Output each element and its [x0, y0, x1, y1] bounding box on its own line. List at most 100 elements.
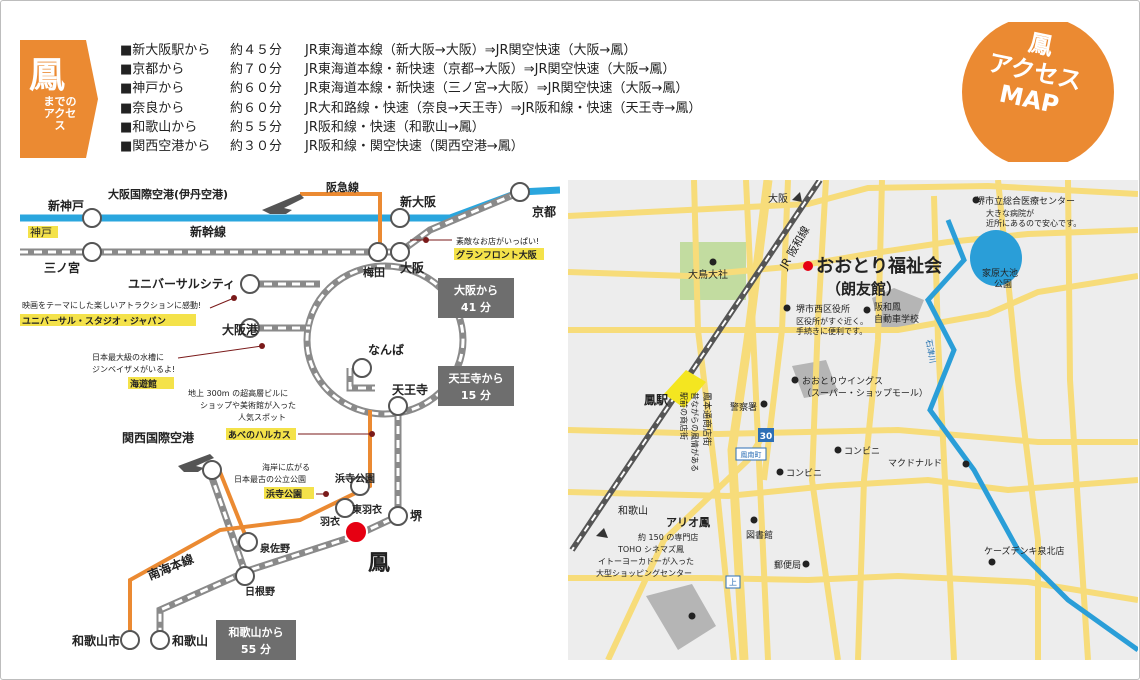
- station-otori-marker: [344, 520, 368, 544]
- timebox-osaka-from: 大阪から: [454, 283, 498, 297]
- station-usj: [240, 274, 260, 294]
- route-row: ■奈良から 約６０分 JR大和路線・快速（奈良→天王寺）⇒JR阪和線・快速（天王寺→…: [120, 99, 701, 118]
- route-time: 約６０分: [230, 100, 283, 116]
- callout-usj: 映画をテーマにした楽しいアトラクションに感動! ユニバーサル・スタジオ・ジャパン: [20, 295, 237, 327]
- label-mcd: マクドナルド: [888, 458, 942, 469]
- station-tennoji: [388, 396, 408, 416]
- callout-kaiyukan: 日本最大級の水槽に ジンベイザメがいるよ! 海遊館: [92, 343, 265, 390]
- wings-name: おおとりウイングス: [802, 375, 883, 387]
- label-hamaderakoen: 浜寺公園: [335, 472, 375, 485]
- timebox-tennoji-time: 15 分: [461, 388, 491, 402]
- driving-school-block: [872, 288, 924, 330]
- route-via: JR東海道本線・新快速（京都→大阪）⇒JR関空快速（大阪→鳳）: [305, 62, 676, 78]
- label-wakayamashi: 和歌山市: [71, 633, 120, 648]
- hamadera-note2: 日本最古の公立公園: [234, 474, 306, 484]
- station-osaka: [390, 242, 410, 262]
- park-name2: 公園: [994, 279, 1012, 290]
- facility-sub: （朗友館）: [826, 280, 901, 298]
- sign-kami-label: 上: [729, 578, 737, 587]
- ishizu-river: [924, 219, 1138, 653]
- route-time: 約６０分: [230, 81, 283, 97]
- harukas-note3: 人気スポット: [238, 412, 286, 422]
- timebox-wakayama-from: 和歌山から: [229, 625, 284, 639]
- route-row: ■関西空港から 約３０分 JR阪和線・関空快速（関西空港→鳳）: [120, 137, 701, 156]
- station-namba: [352, 358, 372, 378]
- kix-line: [218, 471, 250, 543]
- timebox-tennoji-from: 天王寺から: [449, 371, 504, 385]
- sign-otori: [735, 447, 767, 461]
- ward-office-note1: 区役所がすぐ近く。: [796, 316, 868, 326]
- facility-name: おおとり福祉会: [816, 255, 942, 277]
- hospital-note2: 近所にあるので安心です。: [986, 218, 1081, 228]
- tag-subtitle: までのアクセス: [43, 95, 77, 132]
- wings-note: （スーパー・ショップモール）: [802, 388, 928, 399]
- label-otori: 鳳: [368, 551, 390, 576]
- ario-note3: イトーヨーカドーが入った: [598, 556, 694, 566]
- label-kix: 関西国際空港: [122, 430, 195, 445]
- tag-kanji: 鳳: [29, 55, 66, 96]
- route-shield: [758, 428, 774, 442]
- station-shinkobe: [82, 208, 102, 228]
- access-map-badge: [962, 22, 1114, 162]
- ario-note2: TOHO シネマズ鳳: [617, 544, 684, 554]
- station-shinosaka: [390, 208, 410, 228]
- route-via: JR阪和線・関空快速（関西空港→鳳）: [305, 138, 524, 154]
- hospital-name: 堺市立総合医療センター: [976, 195, 1075, 207]
- route-time: 約５５分: [230, 119, 283, 135]
- route-via: JR大和路線・快速（奈良→天王寺）⇒JR阪和線・快速（天王寺→鳳）: [305, 100, 702, 116]
- loop-line: [303, 262, 467, 418]
- label-wakayama: 和歌山: [171, 633, 208, 648]
- label-namba: なんば: [368, 342, 404, 357]
- route-from: ■神戸から: [120, 81, 185, 97]
- timebox-osaka-time: 41 分: [461, 300, 491, 314]
- sign-otori-label: 鳳南町: [741, 450, 762, 459]
- harukas-note1: 地上 300m の超高層ビルに: [188, 388, 288, 398]
- label-osaka: 大阪: [400, 260, 425, 275]
- street-note2: 駅前の商店街: [679, 392, 689, 440]
- label-hagoromo: 羽衣: [320, 515, 340, 528]
- label-osaka-dir: 大阪: [768, 192, 788, 205]
- label-library: 図書館: [746, 529, 773, 541]
- driving-school-name1: 阪和鳳: [874, 302, 901, 313]
- route-from: ■和歌山から: [120, 119, 198, 135]
- label-sannomiya: 三ノ宮: [44, 260, 80, 275]
- grandfront-note: 素敵なお店がいっぱい!: [456, 236, 539, 246]
- street-name: 鳳本通商店街: [701, 392, 713, 446]
- route-number: 30: [760, 432, 773, 442]
- station-kyoto: [510, 182, 530, 202]
- ario-note4: 大型ショッピングセンター: [596, 568, 692, 578]
- label-izumisano: 泉佐野: [259, 542, 290, 555]
- street-map: 大阪 和歌山 JR 阪和線 大鳥大社 おおとり福祉会 （朗友館） 堺市立総合医療…: [568, 180, 1138, 660]
- route-from: ■関西空港から: [120, 138, 211, 154]
- driving-school-name2: 自動車学校: [874, 313, 919, 325]
- otori-station-block: [664, 370, 706, 408]
- timebox-tennoji: [438, 366, 514, 406]
- ario-note1: 約 150 の専門店: [638, 532, 698, 542]
- hospital-note1: 大きな病院が: [986, 208, 1034, 218]
- label-itami: 大阪国際空港(伊丹空港): [108, 187, 228, 201]
- label-station: 鳳駅: [644, 392, 669, 407]
- route-via: JR阪和線・快速（和歌山→鳳）: [305, 119, 485, 135]
- kaiyukan-note1: 日本最大級の水槽に: [92, 352, 164, 362]
- route-from: ■奈良から: [120, 100, 185, 116]
- station-sakai: [388, 506, 408, 526]
- park-name1: 家原大池: [982, 267, 1018, 279]
- kaiyukan-note2: ジンベイザメがいるよ!: [92, 364, 175, 374]
- label-osakako: 大阪港: [222, 322, 259, 337]
- label-kyoto: 京都: [532, 204, 556, 219]
- label-kobe: 神戸: [30, 225, 52, 239]
- label-konbini2: コンビニ: [786, 468, 822, 479]
- label-sakai: 堺: [410, 508, 423, 523]
- route-time: 約３０分: [230, 138, 283, 154]
- label-hankyu: 阪急線: [326, 180, 359, 194]
- callout-harukas: 地上 300m の超高層ビルに ショップや美術館が入った 人気スポット あべのハ…: [188, 388, 375, 441]
- grandfront-name: グランフロント大阪: [456, 249, 538, 261]
- route-time: 約７０分: [230, 62, 283, 78]
- ario-block: [646, 584, 716, 650]
- roads: [568, 180, 1138, 660]
- timebox-osaka: [438, 278, 514, 318]
- hamadera-name: 浜寺公園: [266, 488, 302, 500]
- hamadera-note1: 海岸に広がる: [262, 462, 310, 472]
